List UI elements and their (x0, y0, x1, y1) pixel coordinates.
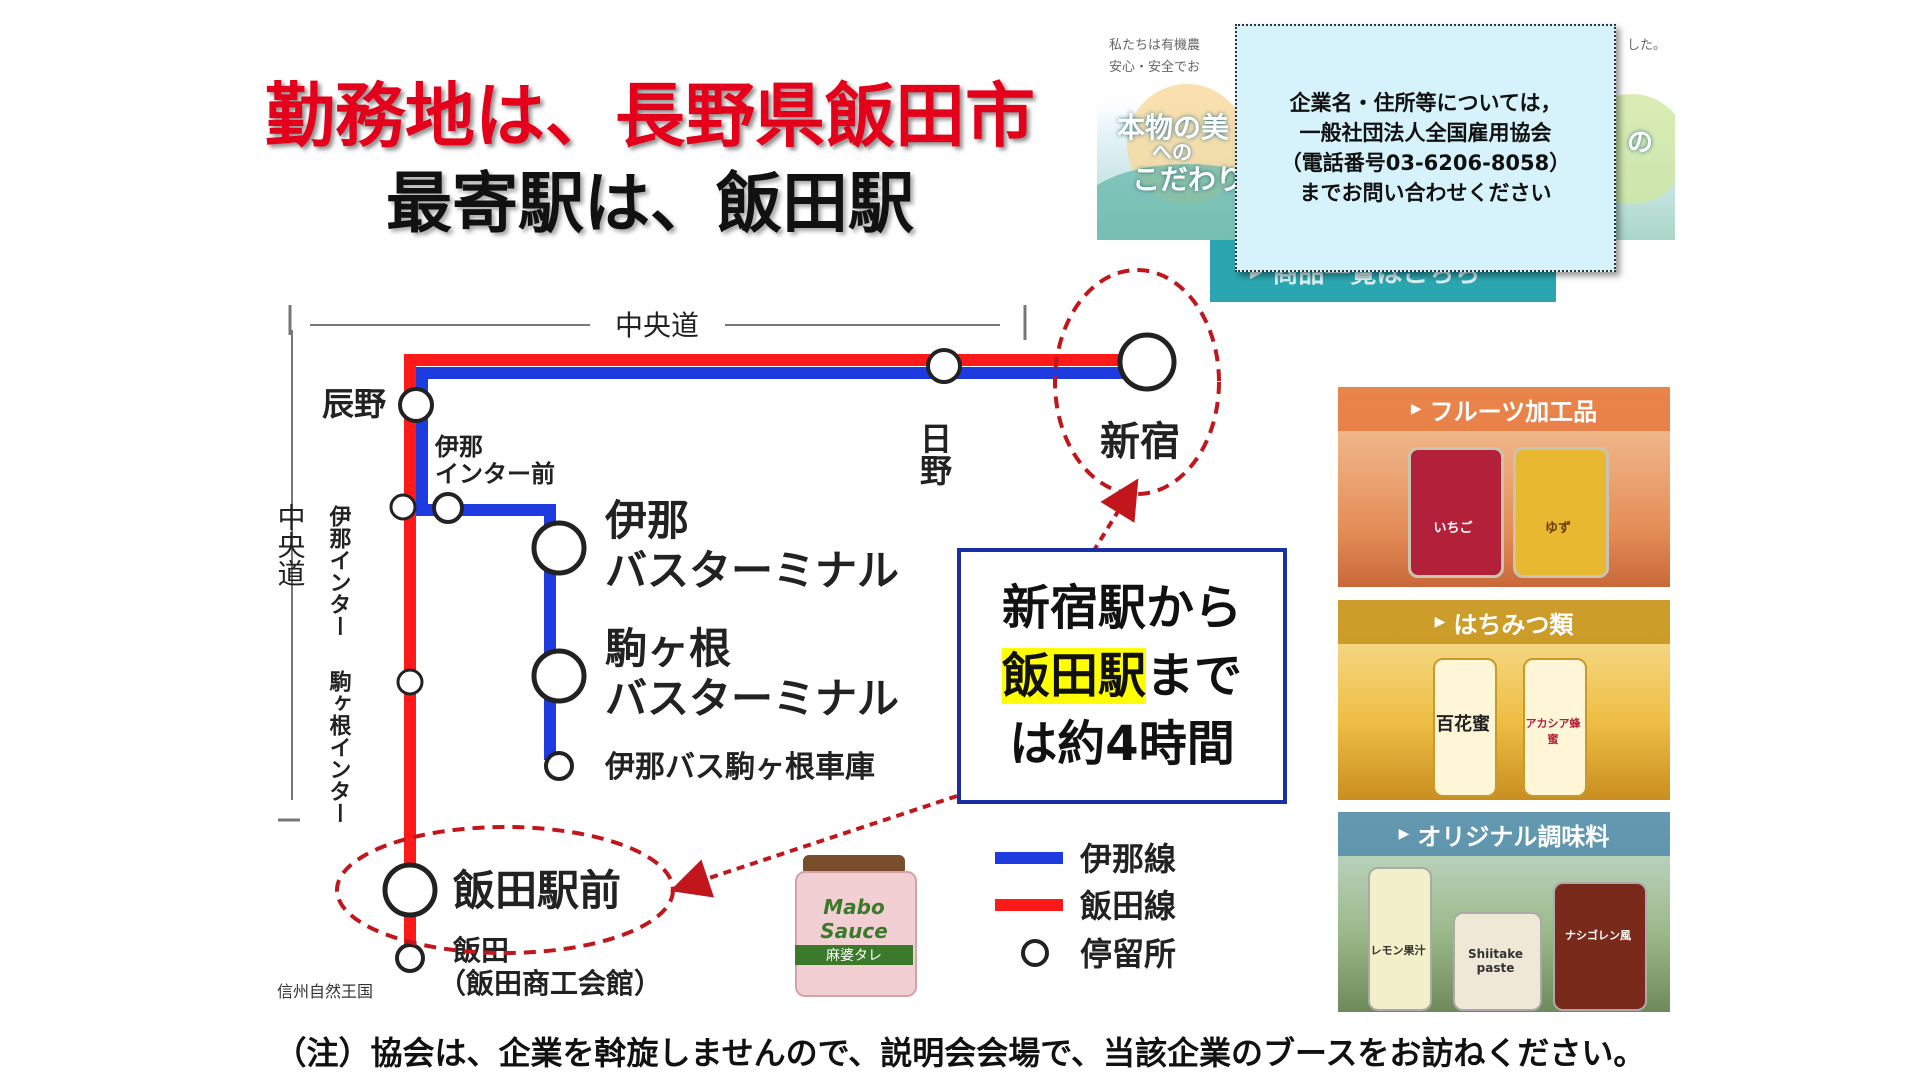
jar-nasu-label: ナシゴレン風 (1565, 929, 1631, 942)
label-iida-1: 飯田 (453, 934, 509, 967)
legend-stop-swatch (1021, 939, 1049, 967)
label-iida-ekimae: 飯田駅前 (453, 866, 621, 915)
jar-shiitake (1453, 912, 1542, 1011)
label-ina-ic: 伊那インター (326, 504, 353, 637)
ribbon-honey-label: はちみつ類 (1453, 610, 1574, 639)
callout-line-2: 飯田駅まで (1001, 642, 1243, 710)
ribbon-seasoning-label: オリジナル調味料 (1417, 822, 1610, 851)
banner-visible-left-3: こだわり (1132, 163, 1245, 196)
label-shinjuku: 新宿 (1100, 419, 1180, 465)
notice-line-2: 一般社団法人全国雇用協会 (1299, 121, 1552, 145)
headline-workplace: 勤務地は、長野県飯田市 (265, 75, 1035, 157)
play-arrow-icon: ▶ (1410, 401, 1422, 417)
bottle-acacia (1523, 658, 1587, 797)
bottle-lemon (1368, 867, 1432, 1011)
stop-hino (926, 348, 962, 384)
label-ina-bus-terminal-1: 伊那 (604, 496, 689, 545)
stop-iida (395, 943, 425, 973)
mabo-sub-label: 麻婆タレ (795, 945, 913, 965)
banner-text-top: 私たちは有機農 (1109, 38, 1201, 53)
photo-credit: 信州自然王国 (277, 982, 374, 1001)
legend-ina-label: 伊那線 (1079, 840, 1176, 878)
jar-shiitake-label: Shiitake paste (1467, 947, 1524, 975)
bottle-lemon-label: レモン果汁 (1370, 944, 1426, 957)
ribbon-honey: ▶ はちみつ類 (1338, 600, 1670, 644)
banner-visible-right: の (1627, 128, 1654, 158)
stop-ina-ic (389, 493, 417, 521)
banner-visible-left-1: 本物の美 (1117, 111, 1230, 144)
label-komagane-depot: 伊那バス駒ヶ根車庫 (604, 750, 875, 785)
callout-line-2-rest: まで (1146, 648, 1243, 704)
callout-line-3: は約4時間 (1009, 716, 1235, 772)
mabo-body (795, 871, 917, 997)
play-arrow-icon: ▶ (1398, 826, 1410, 842)
bottle-hyakka (1433, 658, 1497, 797)
arrow-to-shinjuku (1091, 478, 1139, 554)
banner-text-second: 安心・安全でお (1109, 60, 1201, 75)
jar-yuzu (1513, 447, 1609, 578)
jar-ichigo (1408, 447, 1504, 578)
stop-iida-ekimae (382, 862, 438, 918)
banner-text-top-right: した。 (1627, 38, 1667, 53)
label-ina-ic-mae-2: インター前 (435, 460, 555, 488)
label-komagane-bus-terminal-1: 駒ヶ根 (605, 624, 731, 673)
jar-nasu (1553, 882, 1647, 1011)
stop-komagane-ic (396, 668, 424, 696)
ribbon-seasoning: ▶ オリジナル調味料 (1338, 812, 1670, 856)
notice-line-1: 企業名・住所等については， (1289, 91, 1562, 115)
photo-honey: ▶ はちみつ類 百花蜜 アカシア蜂蜜 (1338, 600, 1670, 800)
bottle-hyakka-label: 百花蜜 (1436, 714, 1490, 735)
arrow-to-iida (669, 794, 958, 898)
ribbon-fruits: ▶ フルーツ加工品 (1338, 387, 1670, 431)
callout-highlight: 飯田駅 (1001, 648, 1146, 704)
mabo-label: Mabo Sauce (820, 895, 888, 943)
notice-line-3: （電話番号03-6206-8058） (1280, 151, 1571, 175)
notice-line-4: までお問い合わせください (1299, 181, 1552, 205)
play-arrow-icon: ▶ (1434, 614, 1446, 630)
bottle-acacia-label: アカシア蜂蜜 (1525, 717, 1581, 746)
label-ina-bus-terminal-2: バスターミナル (605, 546, 899, 595)
footnote: （注）協会は、企業を斡旋しませんので、説明会会場で、当該企業のブースをお訪ねくだ… (274, 1034, 1646, 1072)
label-tatsuno: 辰野 (322, 385, 386, 423)
stop-komagane-depot (544, 751, 574, 781)
label-komagane-ic: 駒ヶ根インター (326, 669, 352, 824)
ribbon-fruits-label: フルーツ加工品 (1429, 397, 1598, 426)
stop-ina-ic-mae (432, 492, 464, 524)
mabo-sauce-jar: Mabo Sauce 麻婆タレ (795, 855, 917, 997)
stop-ina-bus-terminal (531, 520, 587, 576)
legend-iida-label: 飯田線 (1080, 887, 1176, 925)
mabo-lid (803, 855, 905, 875)
photo-fruits: ▶ フルーツ加工品 いちご ゆず (1338, 387, 1670, 587)
travel-time-callout: 新宿駅から 飯田駅まで は約4時間 (957, 548, 1287, 804)
jar-ichigo-label: いちご (1433, 521, 1473, 536)
photo-seasoning: ▶ オリジナル調味料 レモン果汁 Shiitake paste ナシゴレン風 (1338, 812, 1670, 1012)
stop-komagane-bus-terminal (531, 648, 587, 704)
jar-yuzu-label: ゆず (1544, 521, 1571, 536)
highway-side-label: 中央道 (274, 503, 307, 587)
banner-visible-left-2: への (1152, 140, 1192, 164)
headline-nearest-station: 最寄駅は、飯田駅 (386, 165, 914, 242)
highway-top-label: 中央道 (615, 309, 699, 342)
label-hino: 日野 (915, 422, 953, 486)
contact-notice-box: 企業名・住所等については， 一般社団法人全国雇用協会 （電話番号03-6206-… (1235, 24, 1616, 272)
ina-line (416, 367, 1147, 760)
label-komagane-bus-terminal-2: バスターミナル (605, 674, 899, 723)
stop-shinjuku (1117, 332, 1177, 392)
highlight-shinjuku (1053, 268, 1221, 496)
callout-line-1: 新宿駅から (1001, 580, 1242, 636)
iida-line (404, 354, 1147, 945)
stop-tatsuno (398, 387, 434, 423)
label-iida-2: （飯田商工会館） (438, 967, 662, 1000)
legend-stop-label: 停留所 (1080, 935, 1176, 973)
label-ina-ic-mae-1: 伊那 (434, 433, 483, 461)
